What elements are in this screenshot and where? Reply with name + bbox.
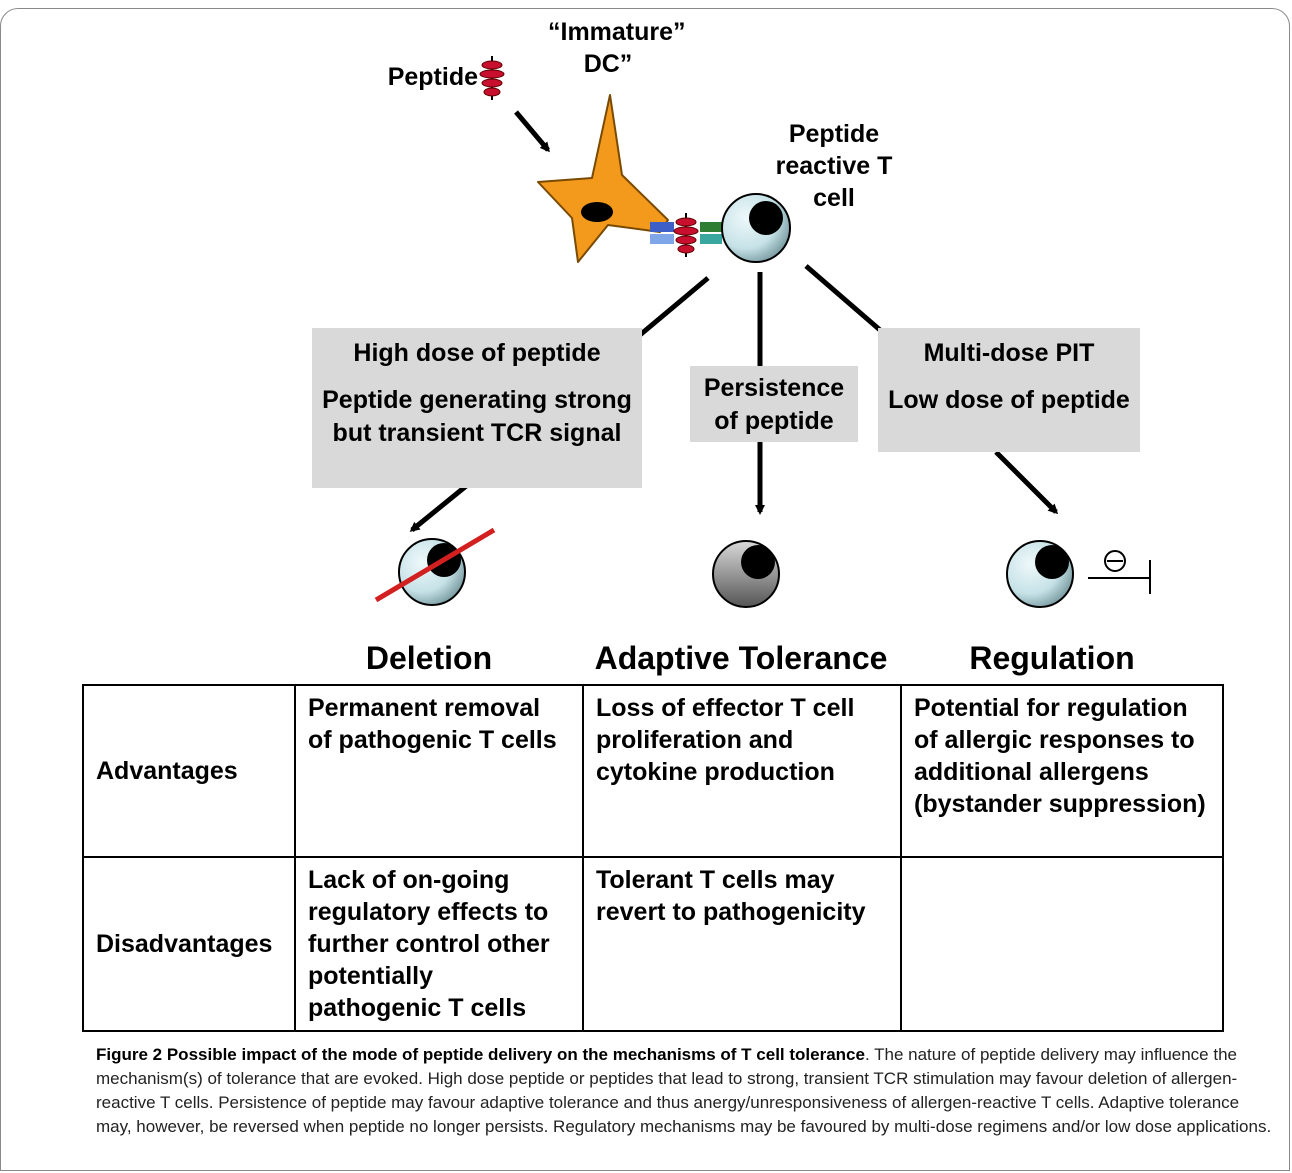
caption-body: . The nature of peptide delivery may inf… — [96, 1045, 1272, 1136]
peptide-label: Peptide — [387, 63, 478, 91]
caption-title: Figure 2 Possible impact of the mode of … — [96, 1045, 865, 1064]
deleted-t-cell-icon — [374, 527, 496, 606]
table-row-disadvantages: Disadvantages Lack of on-going regulator… — [82, 856, 1224, 1032]
inhibition-symbol-icon — [1088, 550, 1151, 594]
adaptive-tolerance-advantage-cell: Loss of effector T cell proliferation an… — [582, 684, 902, 858]
condition-box-persistence: Persistence of peptide — [690, 366, 858, 442]
dendritic-cell-icon — [537, 94, 669, 263]
peptide-icon — [673, 213, 699, 257]
row-label-disadvantages: Disadvantages — [82, 856, 296, 1032]
outcomes-table: Advantages Permanent removal of pathogen… — [82, 684, 1224, 1032]
branch-line-left — [632, 276, 710, 342]
branch-line-right — [804, 264, 882, 332]
persistence-text: Persistence of peptide — [703, 374, 845, 435]
figure-caption: Figure 2 Possible impact of the mode of … — [96, 1043, 1276, 1139]
regulation-advantage-cell: Potential for regulation of allergic res… — [900, 684, 1224, 858]
high-dose-text: High dose of peptide — [353, 339, 601, 367]
outcome-deletion-heading: Deletion — [365, 640, 493, 676]
table-row-advantages: Advantages Permanent removal of pathogen… — [82, 684, 1224, 858]
t-cell-icon — [721, 193, 791, 263]
immature-dc-label: “Immature” DC” — [548, 18, 686, 78]
outcome-regulation-heading: Regulation — [969, 640, 1135, 676]
deletion-advantage-cell: Permanent removal of pathogenic T cells — [294, 684, 584, 858]
low-dose-text: Low dose of peptide — [888, 386, 1130, 414]
row-label-advantages: Advantages — [82, 684, 296, 858]
t-cell-label: Peptide reactive T cell — [775, 120, 893, 212]
regulation-disadvantage-cell — [900, 856, 1224, 1032]
mhc-tcr-complex-icon — [650, 222, 722, 244]
peptide-icon — [479, 56, 505, 100]
multi-dose-text: Multi-dose PIT — [923, 339, 1095, 367]
strong-signal-text: Peptide generating strong but transient … — [322, 386, 632, 447]
anergic-t-cell-icon — [712, 540, 780, 608]
adaptive-tolerance-disadvantage-cell: Tolerant T cells may revert to pathogeni… — [582, 856, 902, 1032]
condition-box-high-dose: High dose of peptide Peptide generating … — [312, 328, 642, 488]
outcome-adaptive-tolerance-heading: Adaptive Tolerance — [594, 640, 888, 676]
condition-box-multi-dose: Multi-dose PIT Low dose of peptide — [878, 328, 1140, 452]
deletion-disadvantage-cell: Lack of on-going regulatory effects to f… — [294, 856, 584, 1032]
regulation-arrow — [994, 450, 1059, 515]
regulatory-t-cell-icon — [1006, 540, 1074, 608]
figure-frame — [0, 8, 1290, 1171]
peptide-to-dc-arrow — [514, 110, 550, 153]
